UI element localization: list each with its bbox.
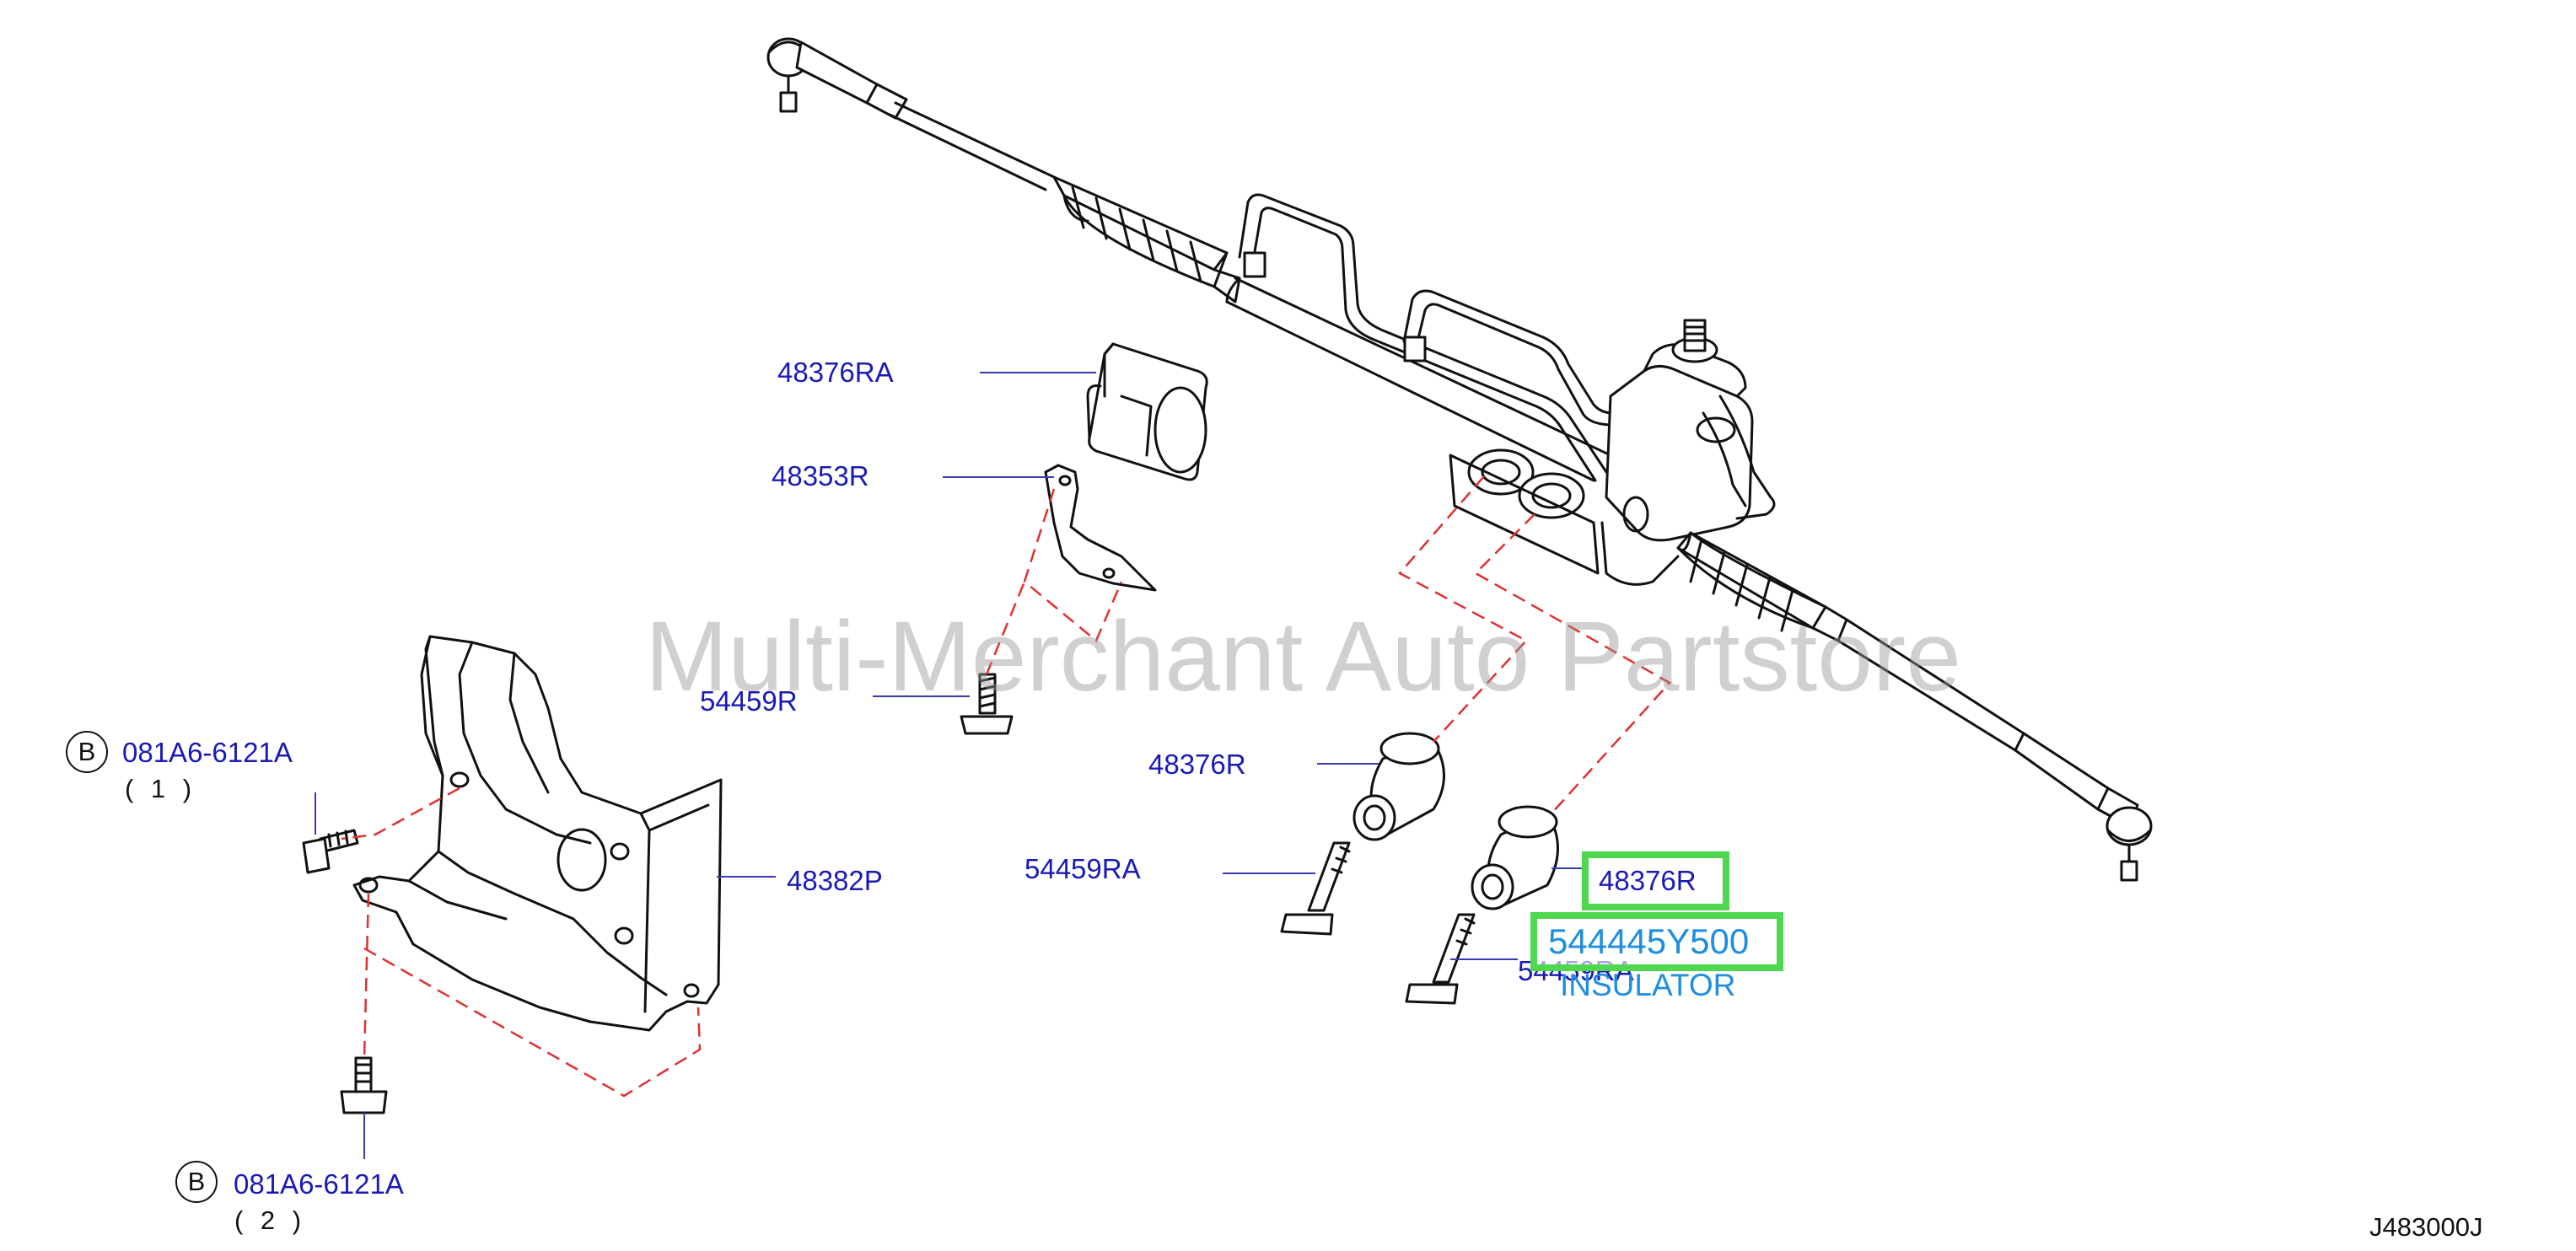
rack-mount-bosses — [1449, 448, 1600, 575]
callout-081a6-bottom[interactable]: 081A6-6121A — [234, 1168, 404, 1200]
watermark: Multi-Merchant Auto Partstore — [645, 601, 1961, 712]
sleeve-48376r-right — [1471, 805, 1559, 910]
assembly-dashes — [341, 475, 1671, 1098]
hydraulic-lines — [1238, 193, 1663, 482]
bolt-54459ra-left — [1280, 841, 1351, 936]
bolt-qty-bottom: ( 2 ) — [234, 1205, 307, 1235]
bolt-54459ra-right — [1405, 913, 1476, 1005]
bolt-ref-circle-top: B — [66, 731, 108, 773]
callout-48353r[interactable]: 48353R — [772, 460, 869, 491]
callout-48376ra[interactable]: 48376RA — [777, 357, 894, 388]
shield-48382p — [352, 635, 723, 1032]
callout-48376r-right[interactable]: 48376R — [1599, 865, 1697, 896]
bolt-ref-circle-bottom: B — [175, 1161, 218, 1203]
highlight-part-number[interactable]: 544445Y500 — [1548, 921, 1750, 961]
bolt-081a6-top — [302, 829, 359, 874]
bolt-54459r — [960, 673, 1014, 735]
rack-boot-left — [1052, 175, 1241, 303]
callout-54459r[interactable]: 54459R — [700, 685, 798, 717]
leader-lines — [315, 372, 1585, 1159]
tie-rod-end-left — [766, 37, 908, 120]
tie-rod-end-right — [2014, 732, 2153, 882]
sleeve-48376r-left — [1353, 732, 1445, 841]
highlight-box-48376r[interactable] — [1582, 851, 1729, 910]
highlight-box-part-number[interactable] — [1530, 912, 1783, 971]
callout-081a6-top[interactable]: 081A6-6121A — [122, 737, 293, 768]
callout-48382p[interactable]: 48382P — [787, 865, 883, 896]
callout-54459ra-left[interactable]: 54459RA — [1024, 853, 1141, 884]
rack-boot-right — [1676, 531, 1848, 642]
diagram-code: J483000J — [2369, 1212, 2483, 1242]
callout-48376r-left[interactable]: 48376R — [1148, 749, 1246, 780]
bolt-qty-top: ( 1 ) — [125, 774, 197, 803]
bracket-48376ra — [1086, 342, 1208, 481]
clamp-48353r — [1044, 464, 1157, 592]
bolt-081a6-bottom — [340, 1056, 388, 1114]
pinion-valve-housing — [1600, 319, 1776, 586]
highlight-description: INSULATOR — [1560, 968, 1736, 1002]
steering-rack-assembly — [766, 37, 2153, 882]
